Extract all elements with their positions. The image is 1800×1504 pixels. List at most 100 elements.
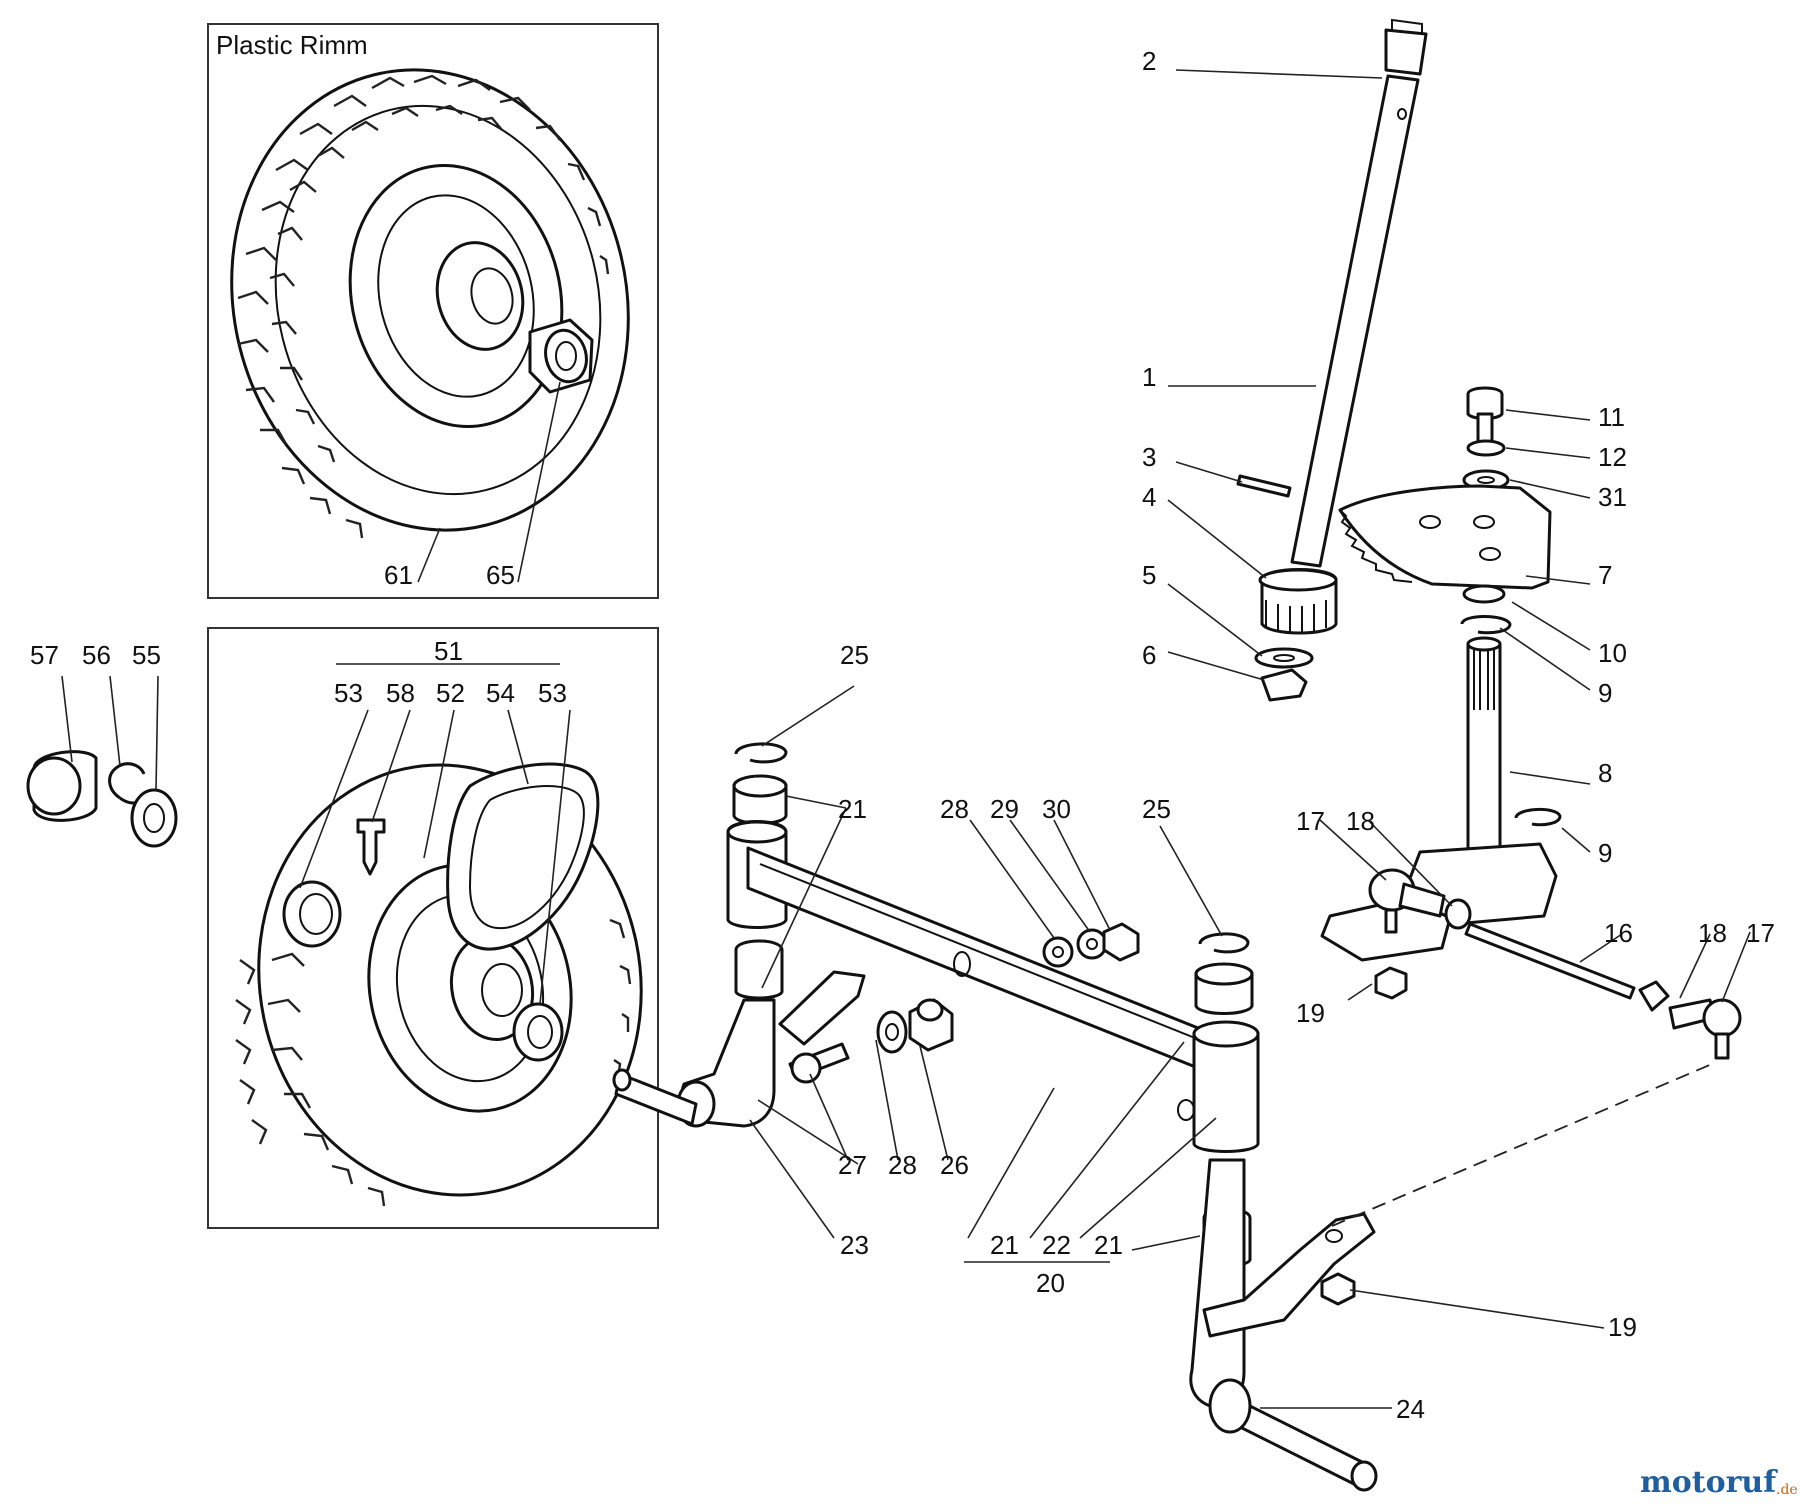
label-20: 20 [1036,1268,1065,1298]
nut-part-18-right [1638,980,1670,1012]
label-65: 65 [486,560,515,590]
spacer-part-57 [26,750,98,822]
steering-bracket-left [778,970,866,1046]
label-56: 56 [82,640,111,670]
watermark-suffix: .de [1776,1482,1798,1498]
washer-part-5 [1254,647,1314,669]
label-26: 26 [940,1150,969,1180]
spacer-part-26 [908,998,954,1052]
label-8: 8 [1598,758,1612,788]
label-25-b: 25 [1142,794,1171,824]
tie-rod-part-16 [1464,922,1636,1000]
label-21-a: 21 [838,794,867,824]
label-1: 1 [1142,362,1156,392]
label-28-b: 28 [888,1150,917,1180]
washer-part-28-lower [876,1010,908,1054]
pinion-gear-part-4 [1258,568,1338,635]
label-17-b: 17 [1746,918,1775,948]
ball-joint-part-17-right [1668,998,1742,1060]
label-52: 52 [436,678,465,708]
circlip-part-25-right [1198,932,1250,954]
bearing-part-53-right [512,1002,564,1062]
label-29: 29 [990,794,1019,824]
tie-rod-connection-dashed-line [1331,1063,1713,1227]
label-12: 12 [1598,442,1627,472]
label-27: 27 [838,1150,867,1180]
bushing-part-21-upper-right [1194,962,1254,1015]
lock-washer-part-29 [1076,928,1108,960]
bearing-part-53-left [282,880,342,948]
label-31: 31 [1598,482,1627,512]
plastic-rim-wheel-frame [207,23,659,599]
lock-washer-part-12 [1466,439,1506,457]
plastic-rim-title: Plastic Rimm [216,30,368,60]
axle-beam-part-22 [726,820,1260,1153]
label-18-b: 18 [1698,918,1727,948]
label-30: 30 [1042,794,1071,824]
label-6: 6 [1142,640,1156,670]
steering-shaft-part-1 [1290,74,1420,568]
label-17-a: 17 [1296,806,1325,836]
label-58: 58 [386,678,415,708]
label-10: 10 [1598,638,1627,668]
label-16: 16 [1604,918,1633,948]
label-7: 7 [1598,560,1612,590]
label-11: 11 [1598,402,1625,432]
nut-part-30 [1102,922,1140,962]
label-28-a: 28 [940,794,969,824]
label-61: 61 [384,560,413,590]
spindle-part-23 [612,998,776,1128]
nut-part-18-left [1444,898,1472,930]
label-9-a: 9 [1598,678,1612,708]
label-5: 5 [1142,560,1156,590]
label-3: 3 [1142,442,1156,472]
circlip-part-9-upper [1460,615,1512,635]
label-19-b: 19 [1608,1312,1637,1342]
steering-arm-right [1202,1212,1376,1338]
nut-part-19-upper [1374,966,1408,1000]
nut-part-6 [1260,668,1308,702]
label-55: 55 [132,640,161,670]
circlip-part-9-lower [1514,808,1562,827]
label-51: 51 [434,636,463,666]
motoruf-watermark-logo: motoruf .de [1640,1465,1798,1500]
label-57: 57 [30,640,59,670]
label-22: 22 [1042,1230,1071,1260]
top-wheel-part-61 [230,68,630,539]
label-18-a: 18 [1346,806,1375,836]
bottom-wheel-tire-part-54 [235,763,643,1207]
ball-joint-part-17-left [1368,868,1446,934]
label-21-b: 21 [990,1230,1019,1260]
pin-part-3 [1236,474,1292,498]
valve-stem-part-58 [356,818,386,876]
washer-part-28-upper [1042,936,1074,968]
sector-shaft-part-8 [1466,636,1502,856]
washer-part-55 [130,788,178,848]
leader-lines [61,69,1751,1409]
label-25-a: 25 [840,640,869,670]
shaft-cap-part-2 [1384,18,1428,76]
label-53-a: 53 [334,678,363,708]
watermark-main: motoruf [1640,1465,1778,1500]
label-4: 4 [1142,482,1156,512]
spindle-part-24 [1189,1158,1378,1492]
top-wheel-bushing-part-65 [528,318,594,394]
label-23: 23 [840,1230,869,1260]
sector-gear-part-7 [1338,484,1552,590]
bushing-part-21-upper-left [732,774,788,825]
part-number-labels: 2 1 3 4 5 6 11 12 31 7 10 9 8 9 17 18 19… [30,46,1775,1424]
label-9-b: 9 [1598,838,1612,868]
bushing-part-21-lower-left [734,939,784,1000]
bolt-part-27 [788,1042,850,1084]
label-53-b: 53 [538,678,567,708]
bolt-part-11 [1466,386,1504,446]
washer-part-10 [1462,584,1506,604]
label-19-a: 19 [1296,998,1325,1028]
wheel-assembly-frame [207,627,659,1229]
label-2: 2 [1142,46,1156,76]
circlip-part-25-left [734,742,788,764]
label-54: 54 [486,678,515,708]
label-24: 24 [1396,1394,1425,1424]
nut-part-19-lower [1320,1272,1356,1306]
